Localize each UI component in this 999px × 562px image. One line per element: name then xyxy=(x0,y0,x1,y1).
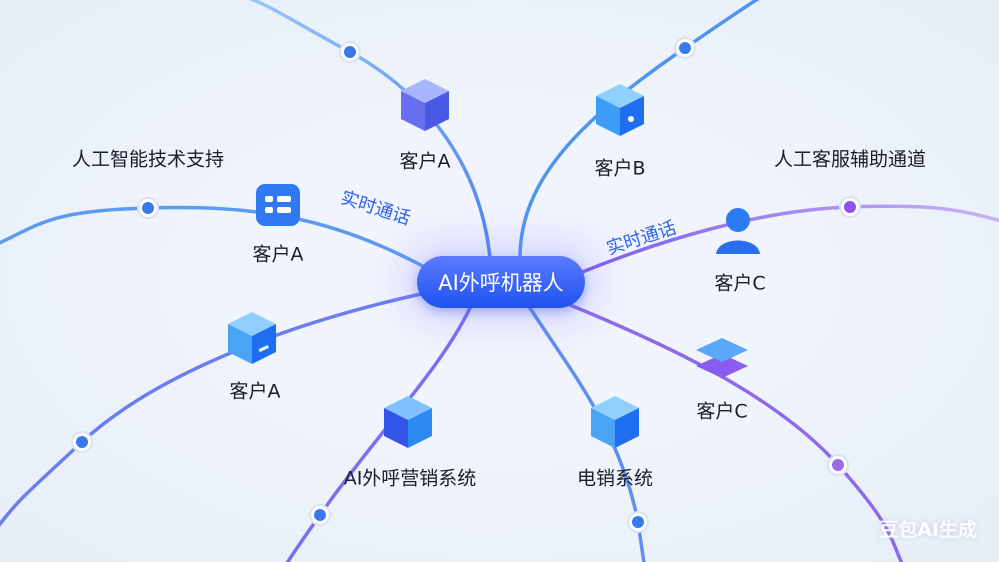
hub-ai-outbound-robot[interactable]: AI外呼机器人 xyxy=(417,256,585,308)
watermark: 豆包AI生成 xyxy=(879,519,977,541)
cube-icon xyxy=(596,84,644,136)
side-label-right: 人工客服辅助通道 xyxy=(773,148,927,171)
layers-icon xyxy=(696,338,748,378)
branch-label: 客户C xyxy=(714,272,766,295)
branch-label: 客户A xyxy=(399,150,451,173)
node-dots xyxy=(71,37,861,533)
cube-icon xyxy=(384,396,432,448)
user-icon xyxy=(716,208,760,254)
cube-icon xyxy=(401,79,449,131)
cube-icon xyxy=(228,312,276,364)
branch-label: 客户A xyxy=(229,380,281,403)
cube-icon xyxy=(591,396,639,448)
branch-label: 电销系统 xyxy=(576,467,654,490)
branch-label: 客户B xyxy=(594,157,646,180)
branch-label: 客户C xyxy=(696,400,748,423)
widget-icon xyxy=(256,184,300,226)
branch-label: 客户A xyxy=(252,243,304,266)
branch-label: AI外呼营销系统 xyxy=(343,467,477,490)
side-label-left: 人工智能技术支持 xyxy=(71,148,225,171)
